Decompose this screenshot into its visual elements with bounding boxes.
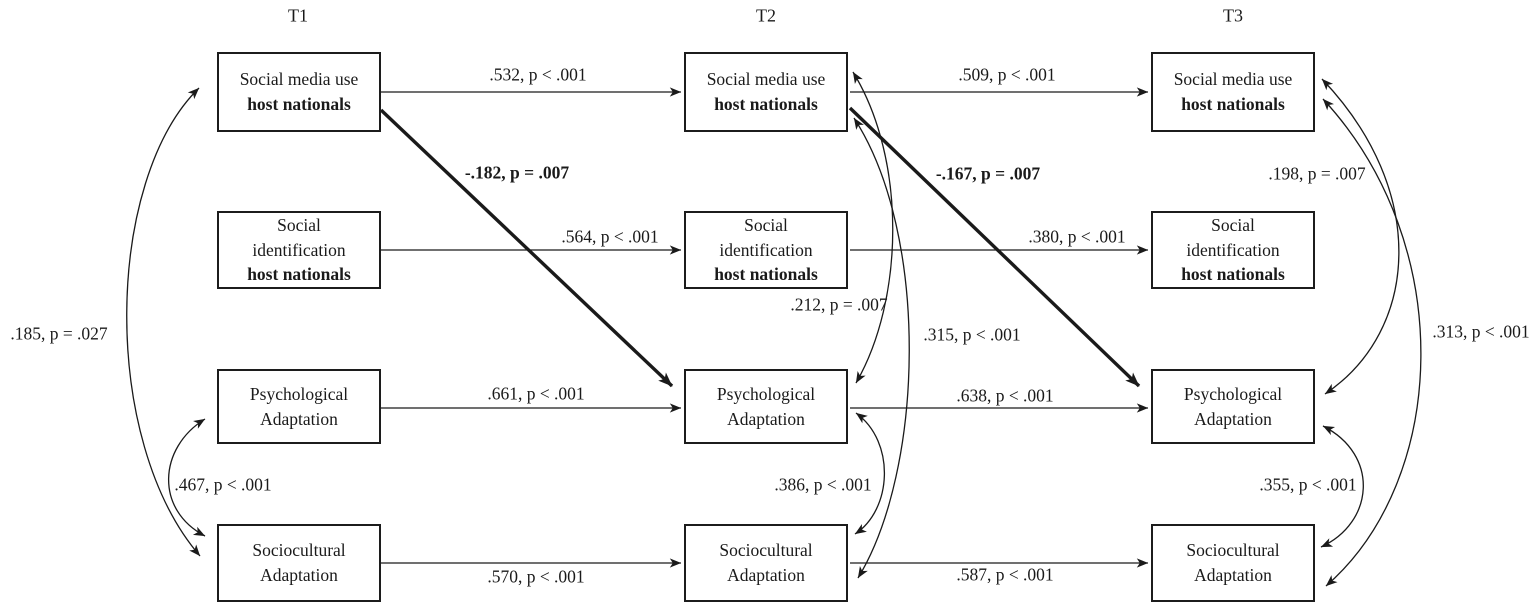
- box-line: Social media use: [239, 69, 359, 90]
- label-stability-smu-t2-t3: .509, p < .001: [958, 64, 1056, 85]
- box-line: Psychological: [716, 383, 816, 404]
- box-line: Psychological: [1183, 383, 1283, 404]
- path-corr-t1-smu-soc: [126, 87, 201, 557]
- path-corr-t2-smu-soc: [853, 117, 910, 579]
- box-social-media-use-t3: Social media use host nationals: [1151, 52, 1315, 132]
- box-sociocultural-adaptation-t1: Sociocultural Adaptation: [217, 524, 381, 602]
- box-social-media-use-t2: Social media use host nationals: [684, 52, 848, 132]
- box-social-identification-t1: Social identification host nationals: [217, 211, 381, 289]
- path-corr-t3-psy-soc: [1320, 425, 1364, 548]
- box-line: Social: [744, 214, 788, 235]
- box-line: host nationals: [247, 94, 351, 114]
- box-line: Adaptation: [260, 565, 338, 585]
- path-corr-t3-smu-soc: [1322, 98, 1422, 587]
- box-social-identification-t3: Social identification host nationals: [1151, 211, 1315, 289]
- label-corr-t2-smu-soc: .315, p < .001: [923, 324, 1021, 345]
- box-line: Sociocultural: [252, 540, 346, 561]
- box-social-identification-t2: Social identification host nationals: [684, 211, 848, 289]
- box-psychological-adaptation-t1: Psychological Adaptation: [217, 369, 381, 444]
- box-line: Sociocultural: [719, 540, 813, 561]
- box-line: Social media use: [1173, 69, 1293, 90]
- time-point-header-t1: T1: [288, 5, 308, 26]
- box-line: host nationals: [247, 264, 351, 285]
- box-line: Adaptation: [1194, 565, 1272, 585]
- path-cross-lagged-smu-t2-psy-t3: [848, 106, 1141, 388]
- box-line: host nationals: [1181, 264, 1285, 285]
- label-corr-t3-smu-soc: .313, p < .001: [1432, 321, 1530, 342]
- box-line: Social: [1211, 214, 1255, 235]
- box-line: Adaptation: [727, 565, 805, 585]
- label-stability-smu-t1-t2: .532, p < .001: [489, 64, 587, 85]
- box-psychological-adaptation-t2: Psychological Adaptation: [684, 369, 848, 444]
- box-sociocultural-adaptation-t2: Sociocultural Adaptation: [684, 524, 848, 602]
- box-line: Sociocultural: [1186, 540, 1280, 561]
- box-line: host nationals: [714, 94, 818, 114]
- label-corr-t2-psy-soc: .386, p < .001: [774, 474, 872, 495]
- box-line: Social media use: [706, 69, 826, 90]
- label-corr-t3-smu-psy: .198, p = .007: [1268, 163, 1366, 184]
- box-line: identification: [252, 239, 346, 260]
- box-line: Adaptation: [1194, 408, 1272, 429]
- box-line: identification: [1186, 239, 1280, 260]
- box-line: identification: [719, 239, 813, 260]
- box-social-media-use-t1: Social media use host nationals: [217, 52, 381, 132]
- box-line: host nationals: [714, 264, 818, 285]
- time-point-header-t3: T3: [1223, 5, 1243, 26]
- path-corr-t2-smu-psy: [852, 71, 894, 384]
- label-stability-psy-t2-t3: .638, p < .001: [956, 385, 1054, 406]
- label-cross-lagged-t2-t3: -.167, p = .007: [935, 163, 1041, 184]
- path-cross-lagged-smu-t1-psy-t2: [379, 108, 674, 388]
- label-cross-lagged-t1-t2: -.182, p = .007: [464, 162, 570, 183]
- label-corr-t1-psy-soc: .467, p < .001: [174, 474, 272, 495]
- label-stability-sid-t2-t3: .380, p < .001: [1028, 226, 1126, 247]
- box-line: Adaptation: [727, 408, 805, 429]
- label-stability-psy-t1-t2: .661, p < .001: [487, 383, 585, 404]
- time-point-header-t2: T2: [756, 5, 776, 26]
- box-psychological-adaptation-t3: Psychological Adaptation: [1151, 369, 1315, 444]
- box-line: Social: [277, 214, 321, 235]
- label-corr-t3-psy-soc: .355, p < .001: [1259, 474, 1357, 495]
- path-corr-t1-psy-soc: [167, 418, 206, 537]
- box-line: host nationals: [1181, 94, 1285, 114]
- box-line: Psychological: [249, 383, 349, 404]
- box-sociocultural-adaptation-t3: Sociocultural Adaptation: [1151, 524, 1315, 602]
- label-stability-soc-t1-t2: .570, p < .001: [487, 566, 585, 587]
- label-stability-soc-t2-t3: .587, p < .001: [956, 564, 1054, 585]
- label-corr-t2-smu-psy: .212, p = .007: [790, 294, 888, 315]
- label-corr-t1-smu-soc: .185, p = .027: [10, 323, 108, 344]
- box-line: Adaptation: [260, 408, 338, 429]
- label-stability-sid-t1-t2: .564, p < .001: [561, 226, 659, 247]
- path-corr-t2-psy-soc: [854, 412, 885, 535]
- path-corr-t3-smu-psy: [1321, 78, 1400, 395]
